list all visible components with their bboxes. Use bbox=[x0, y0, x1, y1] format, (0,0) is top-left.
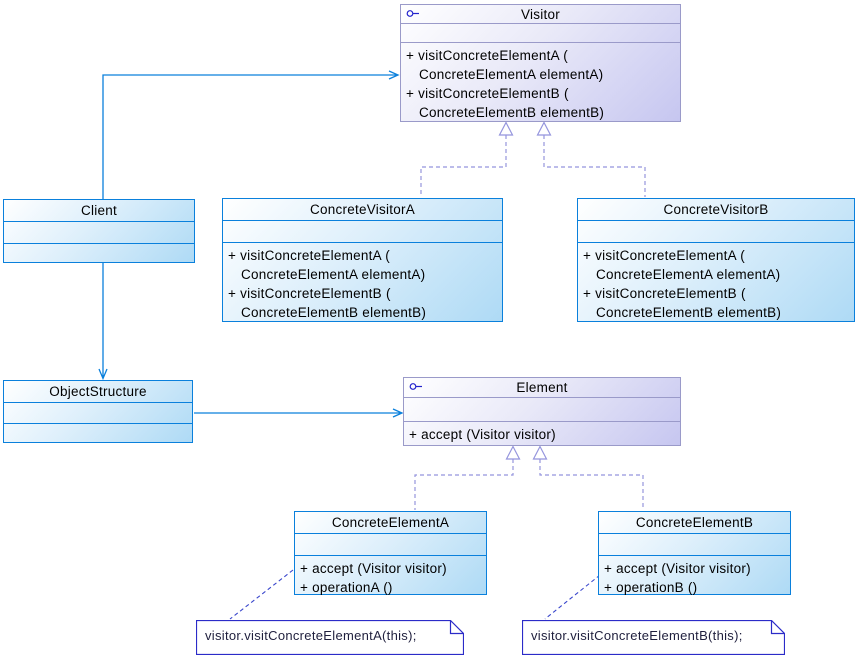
association-client-to-visitor[interactable] bbox=[102, 70, 400, 199]
association-client-to-objectstructure[interactable] bbox=[98, 263, 108, 381]
class-name: ConcreteElementB bbox=[635, 515, 754, 530]
triangle-arrowhead-icon bbox=[536, 121, 552, 136]
class-concreteelementb[interactable]: ConcreteElementB + accept (Visitor visit… bbox=[598, 511, 791, 595]
note-fold-icon bbox=[770, 620, 785, 635]
class-name: Client bbox=[80, 203, 117, 218]
operation-line: + operationB () bbox=[604, 580, 698, 595]
class-name: ConcreteVisitorA bbox=[309, 202, 416, 217]
attributes-compartment bbox=[295, 533, 486, 555]
operation-line: + accept (Visitor visitor) bbox=[604, 561, 751, 576]
note-shape bbox=[196, 620, 464, 655]
class-name: Element bbox=[516, 380, 568, 395]
class-title: ObjectStructure bbox=[4, 381, 192, 402]
class-element[interactable]: Element + accept (Visitor visitor) bbox=[403, 377, 681, 446]
realization-concreteelementb-to-element[interactable] bbox=[539, 459, 644, 510]
class-name: Visitor bbox=[520, 6, 560, 22]
operations-compartment bbox=[4, 243, 194, 262]
operations-compartment: + visitConcreteElementA ( ConcreteElemen… bbox=[223, 242, 502, 322]
realization-concretevisitora-to-visitor[interactable] bbox=[420, 135, 507, 197]
attributes-compartment bbox=[599, 533, 790, 555]
operation-line: + accept (Visitor visitor) bbox=[300, 561, 447, 576]
attributes-compartment bbox=[404, 397, 680, 421]
class-name: ObjectStructure bbox=[49, 384, 147, 399]
class-name: ConcreteElementA bbox=[331, 515, 450, 530]
operations-compartment: + accept (Visitor visitor) + operationB … bbox=[599, 555, 790, 597]
attributes-compartment bbox=[578, 220, 854, 242]
class-client[interactable]: Client bbox=[3, 199, 195, 263]
class-title: ConcreteVisitorB bbox=[578, 199, 854, 220]
class-concretevisitorb[interactable]: ConcreteVisitorB + visitConcreteElementA… bbox=[577, 198, 855, 322]
attributes-compartment bbox=[401, 23, 680, 42]
operations-compartment: + visitConcreteElementA ( ConcreteElemen… bbox=[578, 242, 854, 322]
operation-line: + visitConcreteElementB ( bbox=[583, 286, 746, 301]
realization-concretevisitorb-to-visitor[interactable] bbox=[543, 135, 646, 197]
operation-line: ConcreteElementB elementB) bbox=[596, 305, 782, 320]
note-text: visitor.visitConcreteElementA(this); bbox=[205, 628, 417, 643]
operations-compartment: + accept (Visitor visitor) bbox=[404, 421, 680, 445]
class-name: ConcreteVisitorB bbox=[663, 202, 769, 217]
operation-line: + visitConcreteElementA ( bbox=[228, 248, 390, 263]
realization-concreteelementa-to-element[interactable] bbox=[414, 459, 514, 510]
operation-line: + operationA () bbox=[300, 580, 393, 595]
class-title: ConcreteElementA bbox=[295, 512, 486, 533]
note-fold-icon bbox=[449, 620, 464, 635]
operation-line: + visitConcreteElementB ( bbox=[228, 286, 391, 301]
operation-line: ConcreteElementA elementA) bbox=[419, 67, 604, 82]
class-title: Visitor bbox=[401, 5, 680, 23]
class-title: ConcreteElementB bbox=[599, 512, 790, 533]
operation-line: ConcreteElementA elementA) bbox=[596, 267, 781, 282]
triangle-arrowhead-icon bbox=[498, 121, 514, 136]
class-concreteelementa[interactable]: ConcreteElementA + accept (Visitor visit… bbox=[294, 511, 487, 595]
operations-compartment: + accept (Visitor visitor) + operationA … bbox=[295, 555, 486, 597]
operation-line: + visitConcreteElementA ( bbox=[583, 248, 745, 263]
note-a[interactable]: visitor.visitConcreteElementA(this); bbox=[196, 620, 464, 655]
class-title: Client bbox=[4, 200, 194, 221]
note-shape bbox=[522, 620, 785, 655]
triangle-arrowhead-icon bbox=[532, 445, 548, 460]
class-title: ConcreteVisitorA bbox=[223, 199, 502, 220]
attributes-compartment bbox=[223, 220, 502, 242]
note-anchor-noteb[interactable] bbox=[544, 574, 601, 620]
interface-lollipop-icon bbox=[409, 382, 423, 391]
operation-line: ConcreteElementB elementB) bbox=[419, 105, 605, 120]
operation-line: ConcreteElementA elementA) bbox=[241, 267, 426, 282]
class-visitor[interactable]: Visitor + visitConcreteElementA ( Concre… bbox=[400, 4, 681, 122]
interface-lollipop-icon bbox=[406, 9, 420, 18]
operation-line: + visitConcreteElementB ( bbox=[406, 86, 569, 101]
class-title: Element bbox=[404, 378, 680, 397]
attributes-compartment bbox=[4, 221, 194, 243]
triangle-arrowhead-icon bbox=[505, 445, 521, 460]
operations-compartment bbox=[4, 423, 192, 442]
operation-line: + accept (Visitor visitor) bbox=[409, 427, 556, 442]
note-b[interactable]: visitor.visitConcreteElementB(this); bbox=[522, 620, 785, 655]
operations-compartment: + visitConcreteElementA ( ConcreteElemen… bbox=[401, 42, 680, 122]
class-concretevisitora[interactable]: ConcreteVisitorA + visitConcreteElementA… bbox=[222, 198, 503, 322]
note-anchor-notea[interactable] bbox=[229, 569, 294, 620]
class-objectstructure[interactable]: ObjectStructure bbox=[3, 380, 193, 443]
operation-line: + visitConcreteElementA ( bbox=[406, 48, 568, 63]
note-text: visitor.visitConcreteElementB(this); bbox=[531, 628, 743, 643]
association-objectstructure-to-element[interactable] bbox=[194, 408, 404, 418]
operation-line: ConcreteElementB elementB) bbox=[241, 305, 427, 320]
attributes-compartment bbox=[4, 402, 192, 423]
